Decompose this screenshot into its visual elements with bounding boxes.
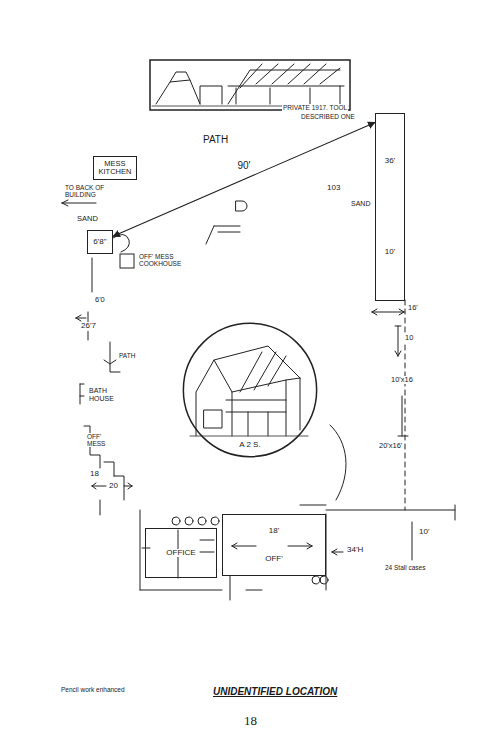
node-text: OFFICE (165, 549, 196, 558)
caption-text: UNIDENTIFIED LOCATION (212, 686, 338, 697)
hut-box: 36' 10' (375, 113, 405, 301)
post-circle (185, 517, 193, 525)
office-box: OFFICE (145, 528, 217, 578)
circle-outline (183, 323, 316, 456)
dimension-label: 10 (404, 334, 414, 342)
number-label: 103 (326, 184, 341, 193)
cylinder-symbol (312, 576, 320, 584)
dimension-label: 26'7 (80, 322, 97, 331)
dimension-label: 20 (108, 482, 119, 491)
node-text: 6'8" (92, 238, 107, 247)
post-symbol (206, 226, 240, 244)
dimension-line (398, 396, 408, 436)
building-box: 18' OFF' (222, 514, 326, 576)
dimension-line (84, 426, 132, 515)
vignette-circle: A 2 S. (182, 322, 318, 458)
circle-outline (182, 322, 318, 458)
bath-house-wall (80, 384, 84, 404)
post-circle (211, 517, 219, 525)
ground-label: SAND (350, 200, 371, 208)
leader-arrow (62, 200, 96, 206)
node-text: MESS KITCHEN (97, 160, 133, 177)
note-text: PRIVATE 1917. TOOL (282, 104, 348, 111)
dimension-label: 18 (89, 470, 100, 479)
dimension-arrow (332, 522, 412, 560)
dimension-label: 20'x16' (378, 442, 403, 450)
kitchen-box: MESS KITCHEN (93, 156, 137, 180)
circle-sketch (190, 346, 308, 436)
dimension-line (372, 309, 404, 315)
dimension-label: 90' (236, 160, 251, 171)
page-number: 18 (243, 714, 258, 728)
dimension-label: 16' (407, 304, 419, 312)
path-label: PATH (202, 134, 229, 145)
direction-note: TO BACK OF BUILDING (64, 184, 112, 198)
cookhouse-box: 6'8" (87, 230, 113, 254)
dimension-connector (113, 122, 375, 236)
vignette-sketch (150, 60, 350, 110)
dimension-label: 10' (418, 528, 430, 537)
dimension-label: 34'H (346, 546, 364, 555)
note-text: 24 Stall cases (384, 564, 426, 571)
dimension-line (395, 326, 401, 356)
post-circle (172, 517, 180, 525)
path-curve (330, 425, 346, 500)
node-text: 36' (384, 157, 396, 166)
building-label: OFF' MESS (86, 433, 118, 447)
node-text: A 2 S. (238, 441, 261, 450)
office-detail (142, 530, 214, 578)
note-text: DESCRIBED ONE (300, 113, 356, 120)
building-label: BATH HOUSE (88, 387, 130, 402)
path-label: PATH (118, 352, 136, 359)
dimension-label: 10'x16 (390, 376, 414, 384)
note-text: Pencil work enhanced (60, 686, 126, 693)
node-text: 18' (268, 527, 280, 536)
ground-label: SAND (76, 215, 99, 223)
building-label: OFF' MESS COOKHOUSE (138, 253, 188, 267)
marker-symbol (236, 201, 247, 211)
building-outline (140, 505, 455, 590)
dimension-label: 6'0 (94, 296, 106, 304)
boundary-line (405, 300, 406, 510)
cylinder-symbol (320, 576, 328, 584)
post-circle (198, 517, 206, 525)
step-lines (230, 576, 262, 600)
cookhouse-box (120, 254, 134, 268)
dimension-arrow (232, 543, 312, 549)
node-text: 10' (384, 248, 396, 257)
path-curve (113, 234, 129, 252)
node-text: OFF' (264, 555, 284, 564)
